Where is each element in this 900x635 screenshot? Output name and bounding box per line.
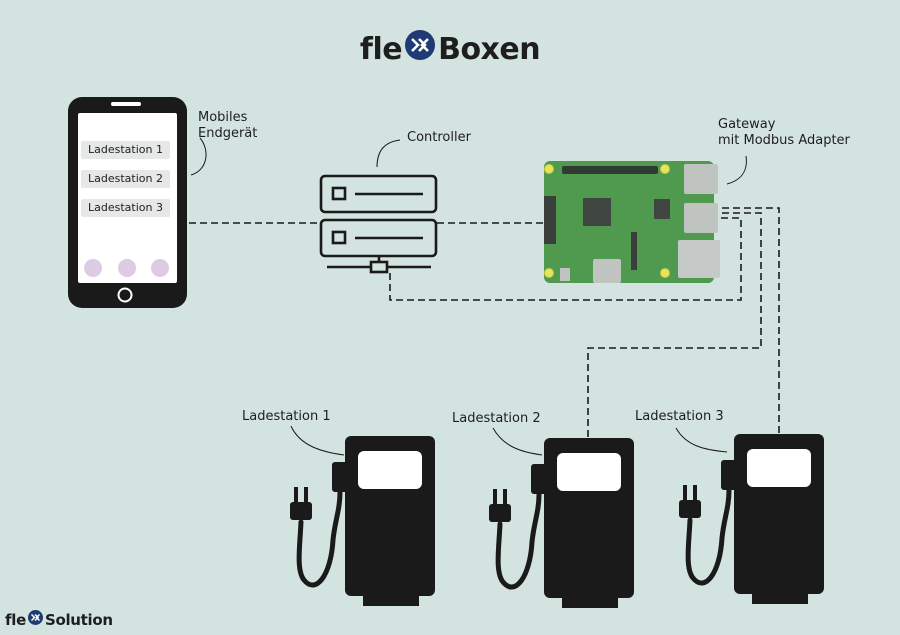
charging-station-2 (489, 438, 634, 608)
plug-pin-right (304, 487, 308, 503)
label-leaders (190, 137, 747, 456)
logo-suffix: Boxen (438, 31, 541, 67)
gateway-board (544, 161, 720, 283)
station-3-label: Ladestation 3 (635, 409, 724, 424)
plug-pin-left (683, 485, 687, 501)
station-display (358, 451, 422, 489)
station-holster (332, 462, 348, 492)
phone-list-item[interactable]: Ladestation 3 (81, 199, 170, 217)
station-base (562, 596, 618, 608)
station-cable (685, 487, 732, 586)
station-1-label: Ladestation 1 (242, 409, 331, 424)
phone-app-dot-2[interactable] (118, 259, 136, 277)
link-gateway-station-3 (722, 207, 780, 435)
station-display (557, 453, 621, 491)
plug-pin-right (693, 485, 697, 501)
station-2-label: Ladestation 2 (452, 411, 541, 426)
phone-home-button[interactable] (117, 287, 133, 303)
gateway-label: Gateway mit Modbus Adapter (718, 117, 850, 148)
phone-app-dot-1[interactable] (84, 259, 102, 277)
logo-x-icon (403, 28, 437, 70)
station-cable (296, 489, 343, 588)
footer-logo-x-icon (27, 609, 44, 630)
plug-pin-right (503, 489, 507, 505)
leader-phone (190, 137, 207, 176)
phone-app-dot-3[interactable] (151, 259, 169, 277)
plug-pin-left (294, 487, 298, 503)
plug-pin-left (493, 489, 497, 505)
station-cable (495, 491, 542, 590)
leader-station-3 (675, 427, 728, 453)
phone-list-item[interactable]: Ladestation 2 (81, 170, 170, 188)
station-holster (721, 460, 737, 490)
controller-label: Controller (407, 130, 471, 145)
station-display (747, 449, 811, 487)
link-gateway-station-2 (587, 212, 762, 440)
logo-prefix: fle (359, 31, 403, 67)
flexboxen-logo: fle Boxen (0, 28, 900, 70)
charging-station-1 (290, 436, 435, 606)
station-plug-icon (290, 502, 312, 520)
station-base (363, 594, 419, 606)
phone-list-item[interactable]: Ladestation 1 (81, 141, 170, 159)
leader-station-1 (290, 425, 345, 456)
station-base (752, 592, 808, 604)
flexsolution-logo: fle Solution (5, 609, 113, 630)
station-holster (531, 464, 547, 494)
station-plug-icon (679, 500, 701, 518)
footer-logo-suffix: Solution (44, 610, 113, 629)
leader-controller (376, 139, 401, 168)
connection-lines (189, 207, 780, 440)
leader-station-2 (492, 427, 543, 456)
link-controller-station-1 (389, 217, 742, 301)
controller-server-icon (319, 174, 438, 274)
station-plug-icon (489, 504, 511, 522)
leader-gateway (726, 155, 747, 185)
phone-label: Mobiles Endgerät (198, 110, 258, 141)
footer-logo-prefix: fle (5, 610, 26, 629)
charging-station-3 (679, 434, 824, 604)
